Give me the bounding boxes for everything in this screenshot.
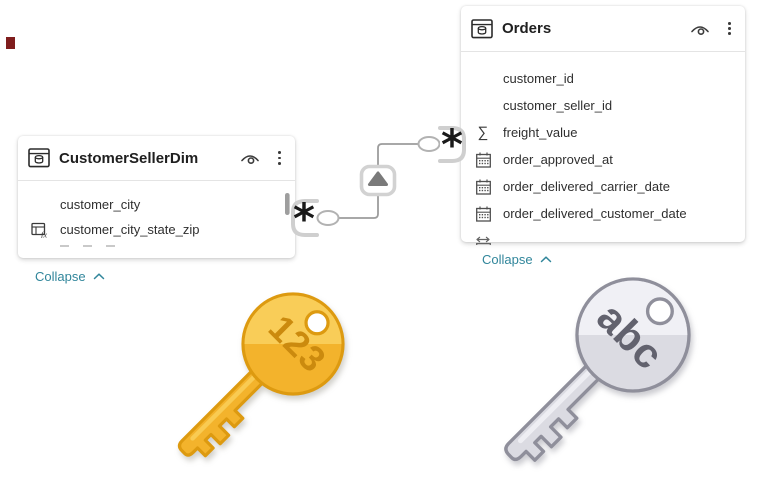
key-hole xyxy=(304,310,330,336)
cardinality-badge-left xyxy=(291,199,319,237)
collapse-button-orders[interactable]: Collapse xyxy=(482,252,552,267)
filter-direction-badge xyxy=(359,164,397,197)
eye-icon[interactable] xyxy=(240,151,260,165)
relationship-path xyxy=(338,143,419,219)
sigma-sum-icon: ∑ xyxy=(477,124,489,141)
field-row-order-approved-at[interactable]: order_approved_at xyxy=(461,146,745,173)
field-list: customer_city fx customer_city_state_zip xyxy=(18,181,295,249)
field-row-clipped[interactable] xyxy=(461,227,745,254)
table-card-orders[interactable]: Orders customer_id customer_seller_id ∑ … xyxy=(461,6,745,245)
table-icon xyxy=(471,18,493,39)
key-shaft-highlight xyxy=(190,368,263,441)
field-row-clipped[interactable] xyxy=(18,242,295,249)
eye-icon[interactable] xyxy=(690,22,710,36)
key-shaft xyxy=(177,358,276,458)
fx-calculated-column-icon: fx xyxy=(30,222,50,238)
text-key-image: abc xyxy=(504,277,691,462)
field-row-order-delivered-carrier-date[interactable]: order_delivered_carrier_date xyxy=(461,173,745,200)
connector-pill-right xyxy=(417,136,441,152)
more-options-icon[interactable] xyxy=(726,20,733,38)
field-list: customer_id customer_seller_id ∑ freight… xyxy=(461,52,745,254)
calendar-icon xyxy=(473,179,493,195)
field-row-customer-city-state-zip[interactable]: fx customer_city_state_zip xyxy=(18,217,295,242)
table-card-header[interactable]: Orders xyxy=(461,6,745,52)
connector-pill-left xyxy=(316,210,340,226)
cardinality-many-left: * xyxy=(293,194,315,243)
field-row-customer-seller-id[interactable]: customer_seller_id xyxy=(503,98,613,113)
calendar-icon xyxy=(473,152,493,168)
chevron-up-icon xyxy=(540,256,551,263)
field-row-customer-city[interactable]: customer_city xyxy=(60,197,141,212)
field-row-order-delivered-customer-date[interactable]: order_delivered_customer_date xyxy=(461,200,745,227)
cardinality-many-right: * xyxy=(441,120,463,169)
svg-text:fx: fx xyxy=(41,229,47,238)
field-row-freight-value[interactable]: ∑ freight_value xyxy=(461,119,745,146)
table-icon xyxy=(28,148,50,168)
clipped-duration-icon xyxy=(473,236,493,245)
key-shaft-highlight xyxy=(517,362,599,444)
more-options-icon[interactable] xyxy=(276,149,283,167)
clipped-text-fragment xyxy=(60,242,115,247)
key-shaft xyxy=(504,351,614,462)
calendar-icon xyxy=(473,206,493,222)
numeric-key-image: 123 xyxy=(177,292,345,458)
collapse-button-customersellerdim[interactable]: Collapse xyxy=(35,269,105,284)
field-row-customer-id[interactable]: customer_id xyxy=(503,71,574,86)
relationship-line[interactable]: * * xyxy=(285,120,466,243)
red-marker xyxy=(6,37,15,49)
table-card-customersellerdim[interactable]: CustomerSellerDim customer_city fx cus xyxy=(18,136,295,258)
chevron-up-icon xyxy=(93,273,104,280)
filter-direction-up-arrow-icon xyxy=(368,171,388,186)
table-title: CustomerSellerDim xyxy=(59,149,199,167)
key-hole xyxy=(645,297,674,326)
table-card-header[interactable]: CustomerSellerDim xyxy=(18,136,295,181)
table-title: Orders xyxy=(502,20,552,37)
